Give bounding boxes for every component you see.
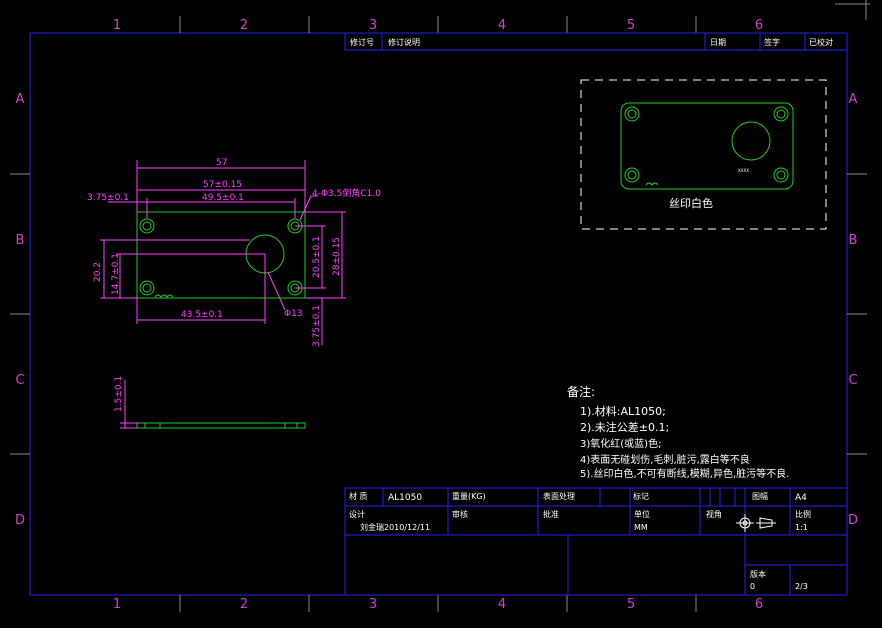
rev-approved-label: 已校对 bbox=[809, 37, 833, 47]
dim-holes: 4-Φ3.5倒角C1.0 bbox=[312, 187, 381, 199]
dim-43-5: 43.5±0.1 bbox=[181, 310, 223, 320]
dim-20-2: 20.2 bbox=[93, 262, 103, 282]
part-side-view bbox=[120, 380, 306, 429]
rev-date-label: 日期 bbox=[710, 38, 726, 47]
designer-date: 刘金瑞2010/12/11 bbox=[360, 522, 430, 532]
rev-sign-label: 签字 bbox=[764, 37, 780, 47]
dim-28: 28±0.15 bbox=[332, 237, 342, 276]
dimension-texts: 57 57±0.15 49.5±0.1 3.75±0.1 4-Φ3.5倒角C1.… bbox=[87, 158, 381, 412]
title-block-text: 材 质 AL1050 重量(KG) 表面处理 标记 图幅 A4 设计 刘金瑞20… bbox=[349, 491, 811, 591]
mount-hole-icon bbox=[139, 280, 155, 296]
sheet-label: 标记 bbox=[633, 491, 649, 501]
version-value: 0 bbox=[750, 582, 755, 591]
col-label-bottom: 5 bbox=[627, 597, 635, 612]
row-label-left: D bbox=[15, 513, 25, 528]
scale-label: 比例 bbox=[795, 509, 811, 519]
note-item: 4)表面无碰划伤,毛刺,脏污,露白等不良 bbox=[580, 453, 750, 466]
grid-labels: 1 2 3 4 5 6 1 2 3 4 5 6 A B C D A B C D bbox=[15, 18, 858, 612]
col-label-top: 1 bbox=[113, 18, 121, 33]
dim-14-7: 14.7±0.1 bbox=[111, 253, 121, 295]
unit-label: 单位 bbox=[634, 509, 650, 519]
border-ticks bbox=[10, 0, 870, 612]
large-hole-icon bbox=[731, 121, 771, 161]
col-label-top: 5 bbox=[627, 18, 635, 33]
notes: 备注: 1).材料:AL1050; 2).未注公差±0.1; 3)氧化红(或蓝)… bbox=[567, 384, 789, 480]
silkscreen-preview: XXXX 丝印白色 bbox=[580, 79, 827, 230]
col-label-top: 3 bbox=[369, 18, 377, 33]
col-label-bottom: 6 bbox=[755, 597, 763, 612]
dim-57: 57 bbox=[216, 158, 227, 168]
col-label-bottom: 1 bbox=[113, 597, 121, 612]
part-top-view bbox=[136, 211, 306, 299]
surface-label: 表面处理 bbox=[543, 491, 575, 501]
col-label-top: 4 bbox=[498, 18, 506, 33]
note-item: 5).丝印白色,不可有断线,模糊,异色,脏污等不良. bbox=[580, 467, 789, 480]
unit-value: MM bbox=[634, 523, 648, 532]
dim-20-5: 20.5±0.1 bbox=[312, 236, 322, 278]
notes-title: 备注: bbox=[567, 384, 595, 399]
row-label-left: B bbox=[16, 233, 25, 248]
dim-1-5: 1.5±0.1 bbox=[114, 376, 124, 412]
dimension-lines bbox=[100, 160, 346, 345]
design-label: 设计 bbox=[349, 509, 365, 519]
col-label-top: 2 bbox=[240, 18, 248, 33]
row-label-right: B bbox=[849, 233, 858, 248]
col-label-bottom: 2 bbox=[240, 597, 248, 612]
row-label-right: D bbox=[848, 513, 858, 528]
note-item: 3)氧化红(或蓝)色; bbox=[580, 437, 661, 450]
col-label-bottom: 4 bbox=[498, 597, 506, 612]
col-label-bottom: 3 bbox=[369, 597, 377, 612]
title-block bbox=[344, 487, 848, 596]
dim-3-75-a: 3.75±0.1 bbox=[87, 193, 129, 203]
material-value: AL1050 bbox=[388, 493, 422, 503]
note-item: 1).材料:AL1050; bbox=[580, 404, 666, 418]
scale-value: 1:1 bbox=[795, 523, 808, 532]
size-label: 图幅 bbox=[752, 491, 768, 501]
dim-49-5: 49.5±0.1 bbox=[202, 193, 244, 203]
dim-3-75-b: 3.75±0.1 bbox=[312, 305, 322, 347]
mount-hole-icon bbox=[139, 218, 155, 234]
dim-57-tol: 57±0.15 bbox=[203, 180, 242, 190]
review-label: 审核 bbox=[452, 509, 468, 519]
silk-tiny-mark: XXXX bbox=[738, 168, 749, 173]
rev-desc-label: 修订说明 bbox=[388, 37, 420, 47]
row-label-right: C bbox=[848, 373, 857, 388]
version-label: 版本 bbox=[750, 569, 766, 579]
silk-label: 丝印白色 bbox=[669, 196, 713, 210]
revision-table: 修订号 修订说明 日期 签字 已校对 bbox=[344, 32, 848, 51]
approve-label: 批准 bbox=[543, 509, 559, 519]
projection-symbol-icon bbox=[736, 514, 776, 532]
row-label-left: A bbox=[16, 92, 25, 107]
weight-label: 重量(KG) bbox=[452, 491, 486, 501]
drawing-frame bbox=[29, 32, 848, 596]
dim-phi13: Φ13 bbox=[284, 309, 303, 319]
page-value: 2/3 bbox=[795, 582, 808, 591]
col-label-top: 6 bbox=[755, 18, 763, 33]
view-label: 视角 bbox=[706, 509, 722, 519]
size-value: A4 bbox=[795, 493, 807, 503]
row-label-left: C bbox=[15, 373, 24, 388]
rev-no-label: 修订号 bbox=[350, 37, 374, 47]
note-item: 2).未注公差±0.1; bbox=[580, 420, 669, 434]
row-label-right: A bbox=[849, 92, 858, 107]
material-label: 材 质 bbox=[349, 491, 368, 501]
